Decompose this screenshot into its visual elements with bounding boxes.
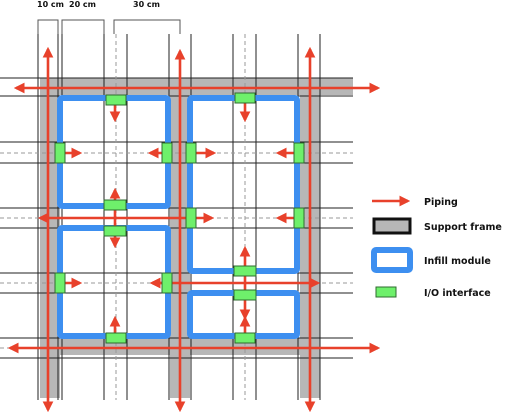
io-interface (54, 272, 66, 294)
dimension-annotations: 10 cm 20 cm 30 cm (37, 0, 181, 34)
io-interface (233, 289, 257, 301)
io-interface (105, 332, 127, 344)
legend-support-frame-label: Support frame (424, 222, 502, 233)
legend-infill-module-label: Infill module (424, 256, 491, 267)
legend-io-interface-label: I/O interface (424, 288, 491, 299)
io-interface (103, 225, 127, 237)
io-interface (103, 199, 127, 211)
io-interface (293, 207, 305, 229)
legend: Piping Support frame Infill module I/O i… (371, 195, 502, 299)
dimension-bracket-20cm (61, 19, 105, 34)
io-interface (185, 207, 197, 229)
io-interface (234, 332, 256, 344)
dimension-label-10cm: 10 cm (37, 0, 64, 9)
io-interface (185, 142, 197, 164)
piping (7, 46, 381, 413)
io-interface (234, 92, 256, 104)
io-interface (293, 142, 305, 164)
dimension-label-20cm: 20 cm (69, 0, 96, 9)
io-interface (233, 265, 257, 277)
legend-infill-module-swatch (371, 247, 413, 273)
dimension-bracket-10cm (37, 19, 59, 34)
io-interface (54, 142, 66, 164)
io-interface (161, 272, 173, 294)
legend-piping-label: Piping (424, 197, 458, 208)
legend-io-interface-swatch (375, 286, 397, 298)
legend-support-frame-swatch (372, 217, 412, 235)
dimension-label-30cm: 30 cm (133, 0, 160, 9)
dimension-bracket-30cm (113, 19, 181, 34)
infill-module-top-right (187, 95, 300, 274)
io-interfaces (54, 92, 305, 344)
support-frame (40, 78, 353, 398)
io-interface (105, 94, 127, 106)
io-interface (161, 142, 173, 164)
